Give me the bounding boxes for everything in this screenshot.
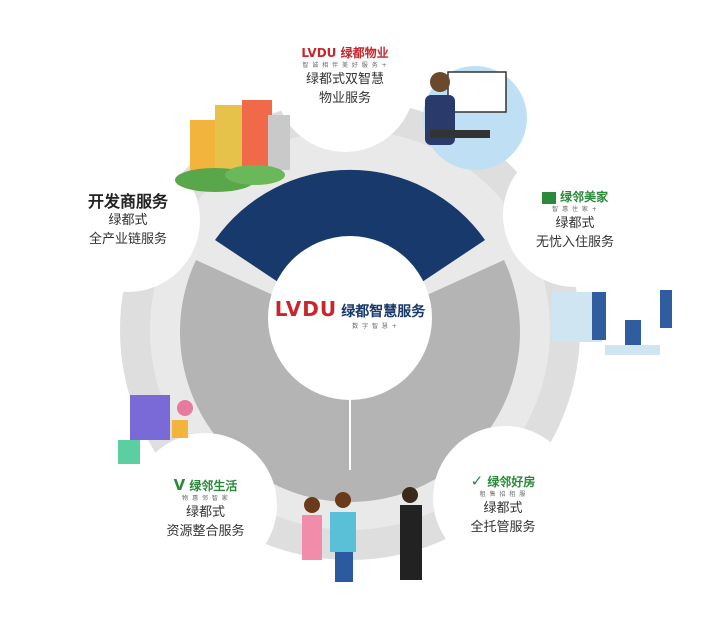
shenghuo-logo-tagline: 物 惠 邻 智 家 (182, 495, 229, 502)
developer-title: 开发商服务 (87, 192, 168, 211)
haofang-logo-tagline: 租 售 招 租 服 (479, 491, 527, 498)
meijia-logo-icon (541, 191, 556, 204)
meijia-logo-cn: 绿邻美家 (560, 190, 609, 204)
shenghuo-logo-cn: 绿邻生活 (189, 479, 238, 493)
haofang-line1: 绿都式 (483, 501, 523, 516)
property-line2: 物业服务 (318, 91, 371, 106)
property-logo-latin: LVDU (301, 46, 337, 60)
center-logo-tagline: 数 字 智 慧 + (352, 323, 398, 330)
node-shenghuo-bg (133, 433, 277, 577)
node-haofang-bg (433, 426, 577, 570)
node-property-bg (275, 12, 415, 152)
node-property: LVDU 绿都物业 智 诚 相 伴 美 好 服 务 + 绿都式双智慧 物业服务 (285, 46, 405, 108)
property-logo-cn: 绿都物业 (340, 46, 389, 60)
haofang-logo-cn: 绿邻好房 (487, 475, 536, 489)
meijia-line2: 无忧入住服务 (535, 235, 614, 250)
node-developer-bg (56, 148, 200, 292)
buildings-illustration (175, 100, 290, 192)
center-logo-latin: LVDU (274, 297, 338, 321)
property-logo-tagline: 智 诚 相 伴 美 好 服 务 + (302, 62, 388, 69)
shenghuo-line1: 绿都式 (185, 505, 225, 520)
node-developer: 开发商服务 绿都式 全产业链服务 (68, 192, 188, 249)
center-logo: LVDU 绿都智慧服务 数 字 智 慧 + (270, 297, 430, 332)
haofang-line2: 全托管服务 (470, 520, 536, 535)
center-logo-cn: 绿都智慧服务 (341, 304, 426, 320)
property-line1: 绿都式双智慧 (305, 72, 384, 87)
office-worker-illustration (423, 66, 527, 170)
developer-line1: 绿都式 (108, 213, 148, 228)
developer-line2: 全产业链服务 (88, 232, 167, 247)
handover-illustration (302, 487, 422, 582)
meijia-line1: 绿都式 (555, 216, 595, 231)
shopping-illustration (118, 395, 193, 464)
center-circle (268, 236, 432, 400)
workers-illustration (552, 290, 672, 355)
shenghuo-line2: 资源整合服务 (166, 524, 245, 539)
node-meijia-bg (503, 143, 647, 287)
haofang-logo-icon: ✓ (470, 472, 484, 490)
node-shenghuo: V 绿邻生活 物 惠 邻 智 家 绿都式 资源整合服务 (143, 478, 268, 541)
node-meijia: 绿邻美家 智 惠 住 家 + 绿都式 无忧入住服务 (515, 190, 635, 252)
node-haofang: ✓ 绿邻好房 租 售 招 租 服 绿都式 全托管服务 (443, 474, 563, 537)
shenghuo-logo-icon: V (173, 476, 186, 494)
meijia-logo-tagline: 智 惠 住 家 + (552, 206, 598, 213)
